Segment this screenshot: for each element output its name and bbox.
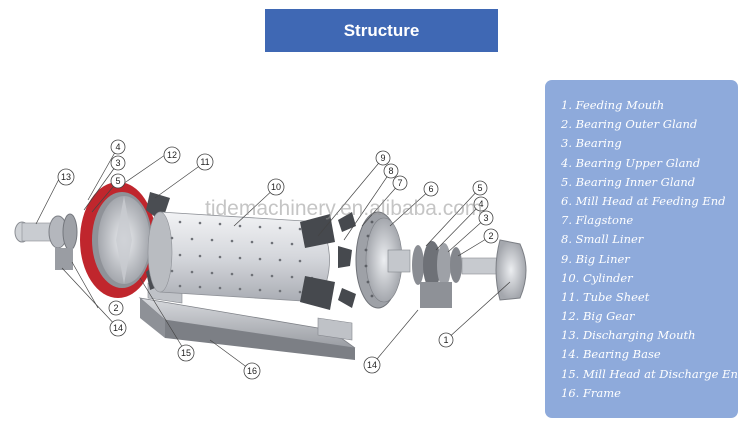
callout-2-left-label: 2 xyxy=(113,303,118,313)
legend-item: 11. Tube Sheet xyxy=(561,289,650,304)
callout-10-label: 10 xyxy=(271,182,281,192)
legend-item: 2. Bearing Outer Gland xyxy=(561,117,698,132)
callout-5-left-label: 5 xyxy=(115,176,120,186)
title-text: Structure xyxy=(343,20,420,40)
callout-11: 11 xyxy=(196,153,214,171)
callout-markers: 4 3 5 12 11 13 2 14 15 16 10 9 8 7 6 5 4… xyxy=(57,139,499,380)
callout-5-right-label: 5 xyxy=(477,183,482,193)
legend-panel: 1. Feeding Mouth 2. Bearing Outer Gland … xyxy=(545,80,746,418)
watermark: tidemachinery.en.alibaba.com xyxy=(205,197,483,220)
callout-4-right-label: 4 xyxy=(478,199,483,209)
callout-8-label: 8 xyxy=(388,166,393,176)
callout-2-right-label: 2 xyxy=(488,231,493,241)
legend-item: 13. Discharging Mouth xyxy=(561,328,696,343)
legend-item: 10. Cylinder xyxy=(561,270,633,285)
callout-9-label: 9 xyxy=(380,153,385,163)
callout-12: 12 xyxy=(163,146,181,164)
callout-7-label: 7 xyxy=(397,178,402,188)
callout-1: 1 xyxy=(438,332,454,348)
callout-15: 15 xyxy=(177,344,195,362)
callout-2-right: 2 xyxy=(483,228,499,244)
mill-head-feeding-end xyxy=(355,211,411,309)
callout-1-label: 1 xyxy=(443,335,448,345)
callout-16: 16 xyxy=(243,362,261,380)
legend-item: 15. Mill Head at Discharge End xyxy=(561,366,746,381)
callout-14-right-label: 14 xyxy=(367,360,377,370)
callout-13: 13 xyxy=(57,168,75,186)
legend-item: 6. Mill Head at Feeding End xyxy=(561,193,726,208)
callout-15-label: 15 xyxy=(181,348,191,358)
callout-14-left: 14 xyxy=(109,319,127,337)
legend-item: 9. Big Liner xyxy=(561,251,630,266)
callout-3-left-label: 3 xyxy=(115,158,120,168)
callout-7: 7 xyxy=(392,175,408,191)
callout-14-right: 14 xyxy=(363,356,381,374)
legend-item: 16. Frame xyxy=(561,385,621,400)
callout-5-left: 5 xyxy=(110,173,126,189)
callout-3-left: 3 xyxy=(110,155,126,171)
callout-6: 6 xyxy=(423,181,439,197)
legend-item: 8. Small Liner xyxy=(561,232,644,247)
frame xyxy=(138,282,356,360)
legend-item: 7. Flagstone xyxy=(561,213,634,228)
discharging-mouth xyxy=(14,213,78,270)
callout-4-right: 4 xyxy=(473,196,489,212)
legend-item: 3. Bearing xyxy=(561,136,622,151)
callout-13-label: 13 xyxy=(61,172,71,182)
big-liner xyxy=(300,212,356,310)
legend-list: 1. Feeding Mouth 2. Bearing Outer Gland … xyxy=(561,96,746,403)
title-banner: Structure xyxy=(265,9,498,52)
callout-11-label: 11 xyxy=(200,157,209,167)
callout-12-label: 12 xyxy=(167,150,177,160)
callout-4-left-label: 4 xyxy=(115,142,120,152)
callout-2-left: 2 xyxy=(108,300,124,316)
legend-item: 4. Bearing Upper Gland xyxy=(561,155,701,170)
callout-10: 10 xyxy=(267,178,285,196)
callout-14-left-label: 14 xyxy=(113,323,123,333)
callout-4-left: 4 xyxy=(110,139,126,155)
callout-9: 9 xyxy=(375,150,391,166)
callout-3-right: 3 xyxy=(478,210,494,226)
legend-item: 12. Big Gear xyxy=(561,309,635,324)
legend-item: 5. Bearing Inner Gland xyxy=(561,174,696,189)
callout-16-label: 16 xyxy=(247,366,257,376)
legend-item: 14. Bearing Base xyxy=(561,347,661,362)
big-gear xyxy=(80,182,156,298)
callout-6-label: 6 xyxy=(428,184,433,194)
callout-3-right-label: 3 xyxy=(483,213,488,223)
callout-8: 8 xyxy=(383,163,399,179)
bearing-assembly xyxy=(412,241,462,308)
callout-5-right: 5 xyxy=(472,180,488,196)
legend-item: 1. Feeding Mouth xyxy=(561,98,665,112)
leader-lines xyxy=(35,146,511,372)
feeding-mouth xyxy=(461,239,527,301)
